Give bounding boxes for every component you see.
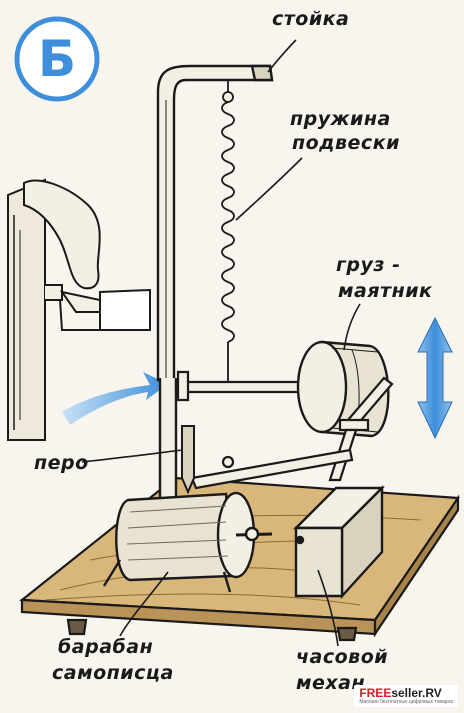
motion-curve-arrow bbox=[62, 372, 168, 425]
label-clock-line1: часовой bbox=[296, 646, 389, 668]
clock-mechanism bbox=[293, 485, 385, 600]
label-weight-line1: груз - bbox=[336, 254, 401, 276]
pen bbox=[181, 425, 195, 495]
figure-badge: Б bbox=[14, 16, 100, 102]
recording-drum bbox=[102, 491, 273, 593]
suspension-spring bbox=[221, 80, 235, 392]
watermark-subtitle: Магазин бесплатных цифровых товаров bbox=[359, 699, 453, 705]
pen-linkage bbox=[190, 376, 394, 490]
badge-ring bbox=[14, 16, 100, 102]
label-spring-line2: подвески bbox=[292, 132, 400, 154]
label-stand: стойка bbox=[272, 8, 350, 30]
oscillation-double-arrow bbox=[417, 316, 453, 440]
watermark-brand-rest: seller.RV bbox=[391, 686, 442, 700]
watermark-brand-red: FREE bbox=[359, 686, 392, 700]
watermark-brand: FREEseller.RV bbox=[359, 687, 453, 699]
label-pen: перо bbox=[34, 452, 89, 474]
pendulum-arm bbox=[174, 370, 312, 402]
badge-letter: Б bbox=[37, 30, 77, 88]
watermark: FREEseller.RV Магазин бесплатных цифровы… bbox=[354, 685, 458, 707]
label-clock-line2: механ bbox=[296, 672, 366, 694]
leader-lines bbox=[81, 39, 361, 647]
pendulum-weight bbox=[296, 340, 390, 438]
label-weight-line2: маятник bbox=[338, 280, 433, 302]
label-drum-line2: самописца bbox=[52, 662, 174, 684]
wall-detail bbox=[7, 178, 151, 441]
label-drum-line1: барабан bbox=[58, 636, 154, 658]
label-spring-line1: пружина bbox=[290, 108, 391, 130]
